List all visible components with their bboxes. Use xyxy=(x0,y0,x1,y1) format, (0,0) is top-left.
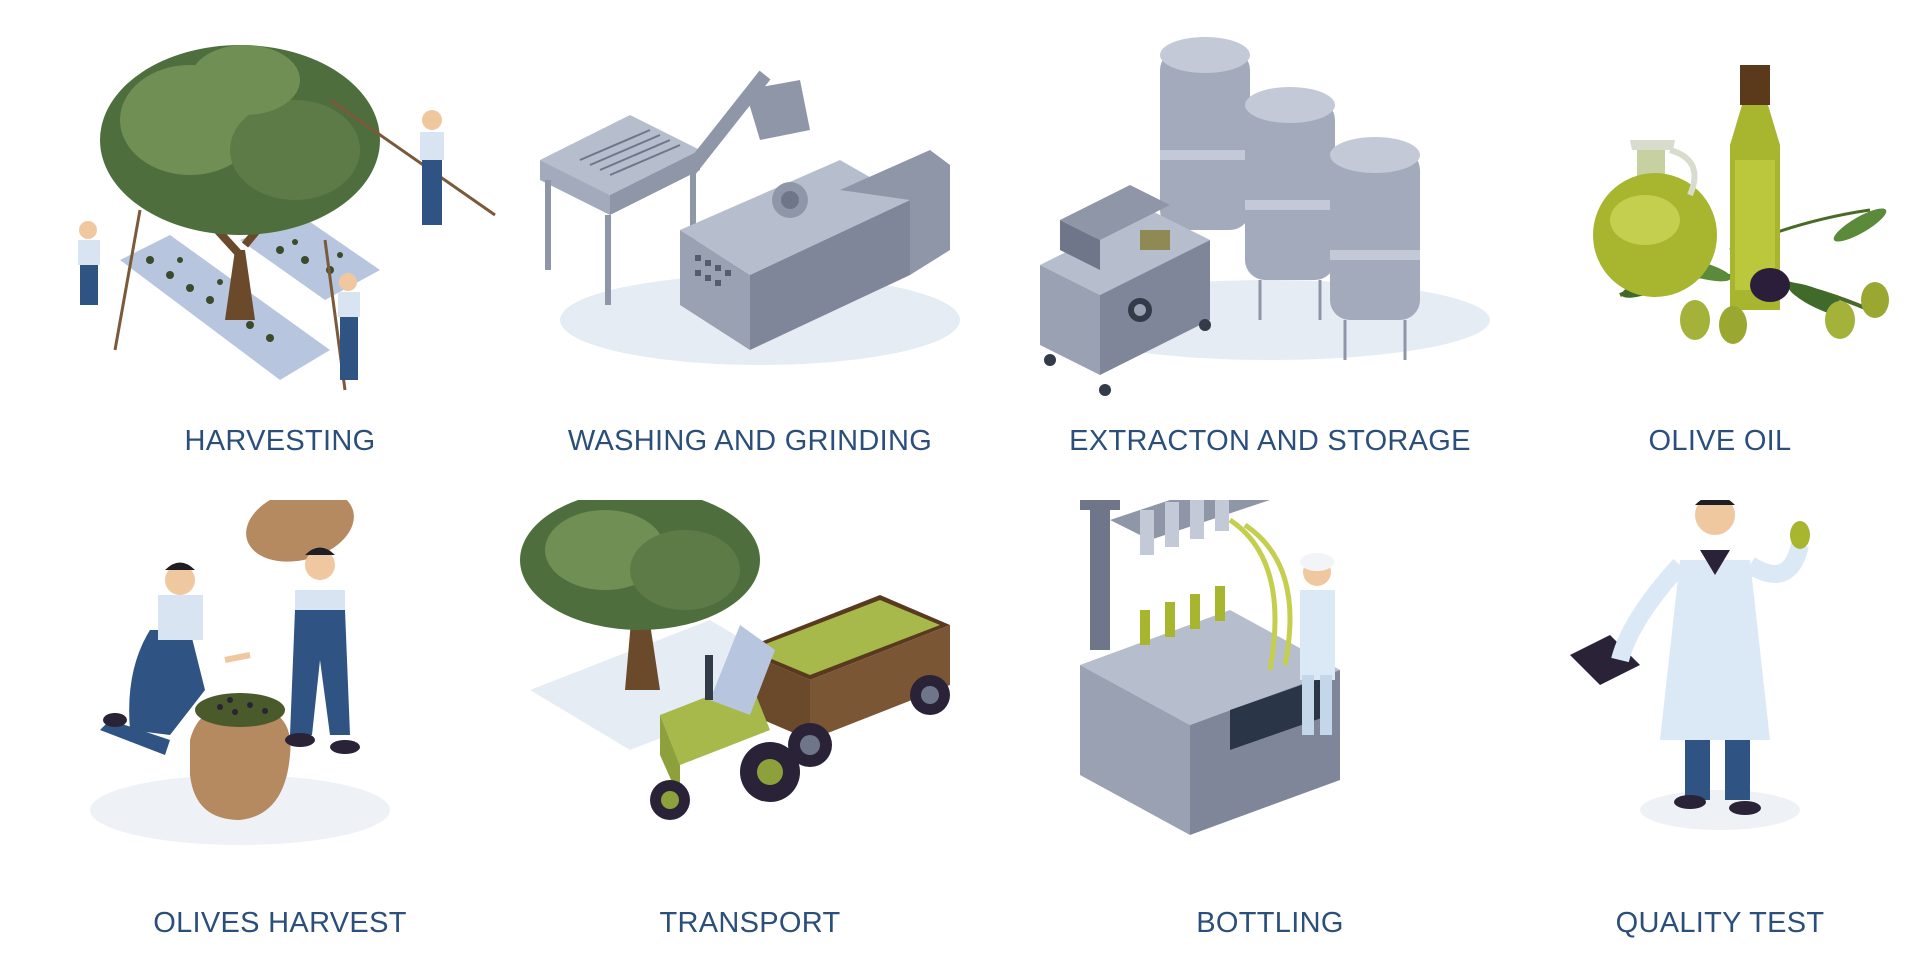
oil-bottles-icon xyxy=(1593,65,1889,344)
bottling-line-icon xyxy=(1080,500,1340,835)
tile-extraction-storage: EXTRACTON AND STORAGE xyxy=(1030,20,1510,500)
workers-with-sacks-icon xyxy=(90,500,390,845)
tile-olives-harvest: OLIVES HARVEST xyxy=(40,500,520,980)
caption-washing-grinding: WASHING AND GRINDING xyxy=(567,425,933,457)
tile-quality-test: QUALITY TEST xyxy=(1480,500,1920,980)
caption-olives-harvest: OLIVES HARVEST xyxy=(153,907,407,939)
caption-extraction-storage: EXTRACTON AND STORAGE xyxy=(1069,425,1471,457)
lab-technician-icon xyxy=(1570,500,1810,830)
tile-bottling: BOTTLING xyxy=(1030,500,1510,980)
caption-olive-oil: OLIVE OIL xyxy=(1648,425,1792,457)
tile-olive-oil: OLIVE OIL xyxy=(1480,20,1920,500)
harvesting-scene-icon xyxy=(78,45,496,391)
caption-transport: TRANSPORT xyxy=(659,907,841,939)
washing-machine-icon xyxy=(540,70,960,365)
tile-washing-grinding: WASHING AND GRINDING xyxy=(510,20,990,500)
caption-bottling: BOTTLING xyxy=(1196,907,1344,939)
tile-transport: TRANSPORT xyxy=(510,500,990,980)
caption-quality-test: QUALITY TEST xyxy=(1615,907,1825,939)
tractor-with-trailer-icon xyxy=(520,500,950,820)
storage-tanks-icon xyxy=(1040,37,1490,396)
tile-harvesting: HARVESTING xyxy=(40,20,520,500)
caption-harvesting: HARVESTING xyxy=(184,425,376,457)
